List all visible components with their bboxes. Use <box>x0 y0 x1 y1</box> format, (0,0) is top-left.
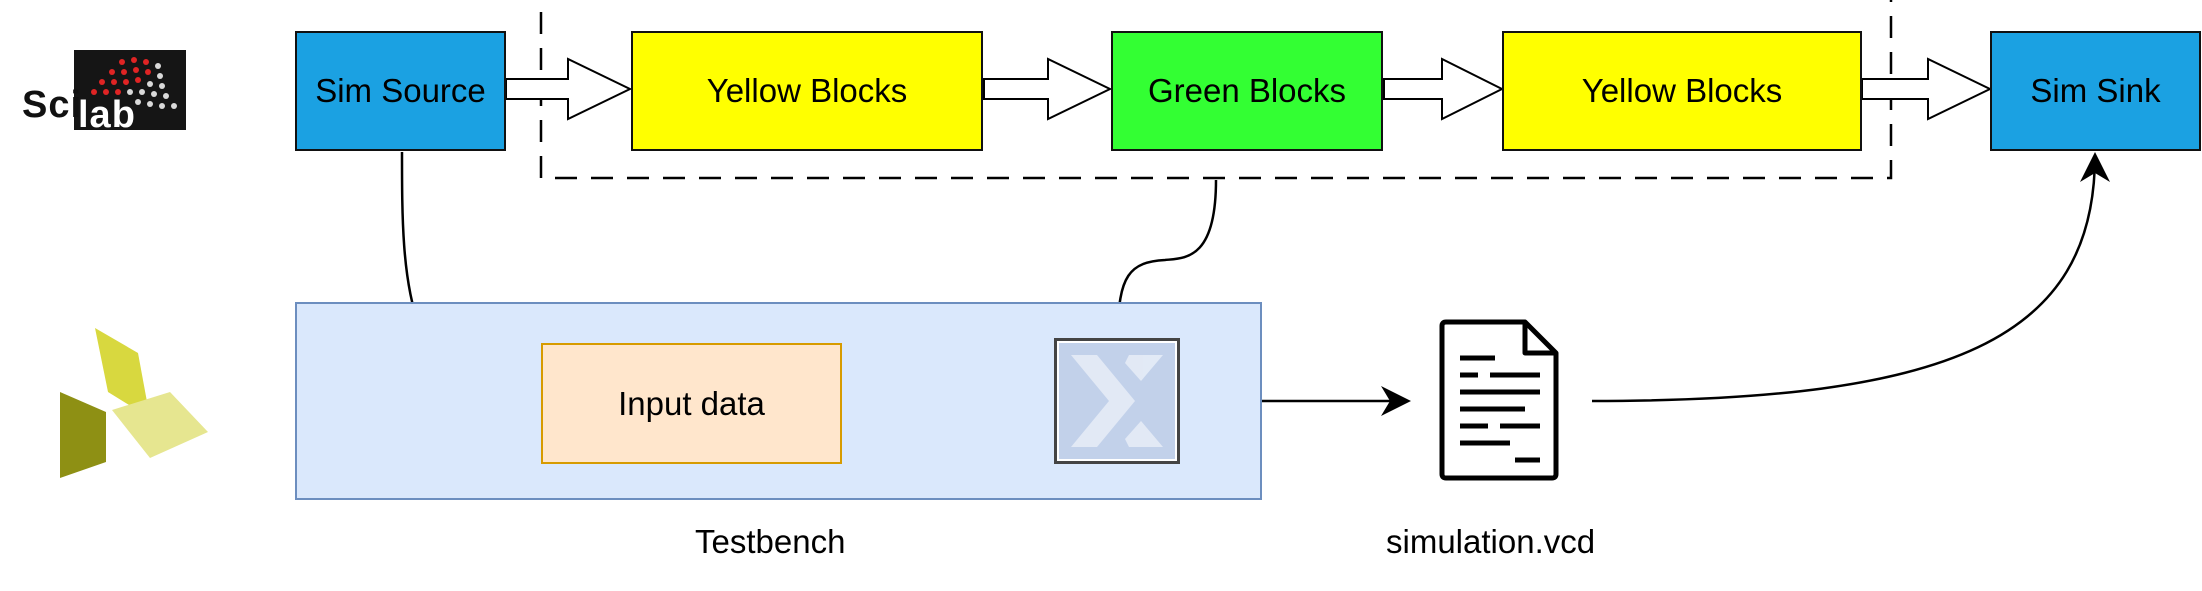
xilinx-x-glyph <box>1071 355 1163 447</box>
tri-leaf-logo <box>60 328 208 478</box>
sim-source-block[interactable]: Sim Source <box>295 31 506 151</box>
block-arrow-yellow1-to-green <box>983 57 1113 121</box>
block-arrow-green-to-yellow2 <box>1383 57 1505 121</box>
testbench-label: Testbench <box>695 523 846 560</box>
document-icon <box>1439 319 1559 481</box>
scilab-logo: Sci lab <box>22 48 187 136</box>
arrow-green-to-chip <box>1103 179 1218 338</box>
xilinx-chip-icon <box>1054 338 1180 464</box>
green-blocks[interactable]: Green Blocks <box>1111 31 1383 151</box>
yellow-blocks-2[interactable]: Yellow Blocks <box>1502 31 1862 151</box>
sim-sink-block[interactable]: Sim Sink <box>1990 31 2201 151</box>
scilab-logo-text-sci: Sci <box>22 84 83 126</box>
block-arrow-source-to-yellow1 <box>505 57 633 121</box>
input-data-block[interactable]: Input data <box>541 343 842 464</box>
arrow-file-to-sink <box>1591 152 2110 403</box>
yellow-blocks-1[interactable]: Yellow Blocks <box>631 31 983 151</box>
scilab-logo-text-lab: lab <box>78 94 136 136</box>
simulation-file-label: simulation.vcd <box>1386 523 1596 560</box>
block-arrow-yellow2-to-sink <box>1861 57 1993 121</box>
scilab-logo-graphic <box>74 50 186 130</box>
